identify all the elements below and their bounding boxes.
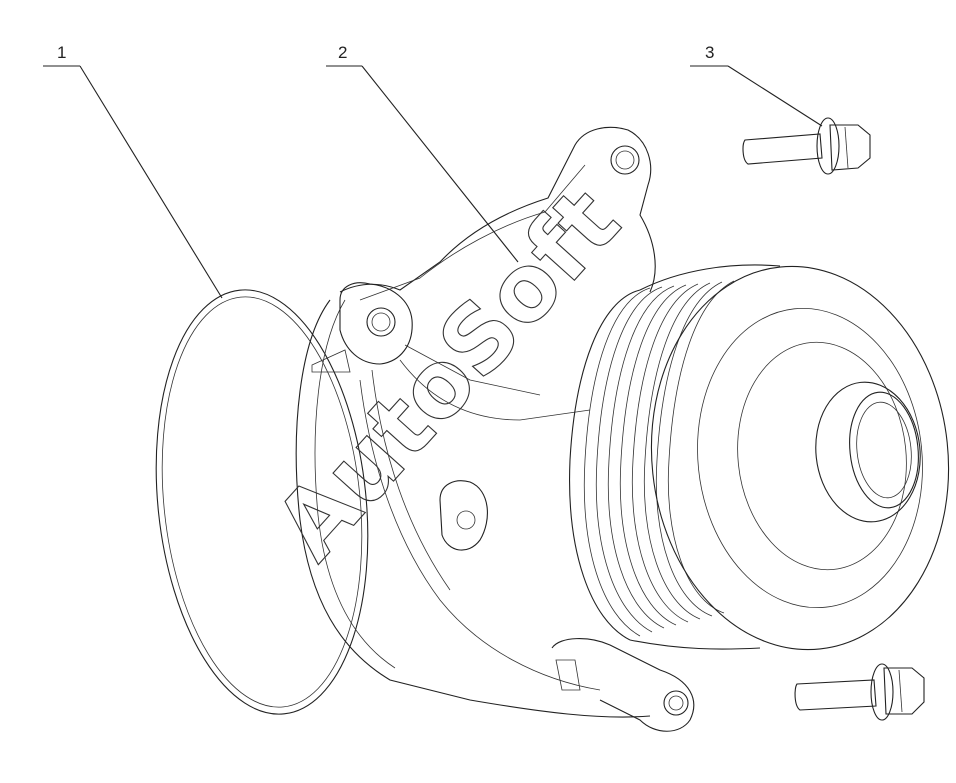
callout-3-label: 3 (705, 43, 714, 62)
bolt-top (742, 117, 871, 175)
callout-1: 1 (43, 43, 223, 299)
callout-1-label: 1 (57, 43, 66, 62)
bolt-bottom (794, 663, 925, 721)
water-pump-housing (295, 126, 695, 732)
callout-2: 2 (326, 43, 519, 263)
o-ring-gasket (155, 289, 369, 715)
callout-3: 3 (690, 43, 823, 127)
callout-2-label: 2 (338, 43, 347, 62)
pulley (569, 264, 950, 651)
